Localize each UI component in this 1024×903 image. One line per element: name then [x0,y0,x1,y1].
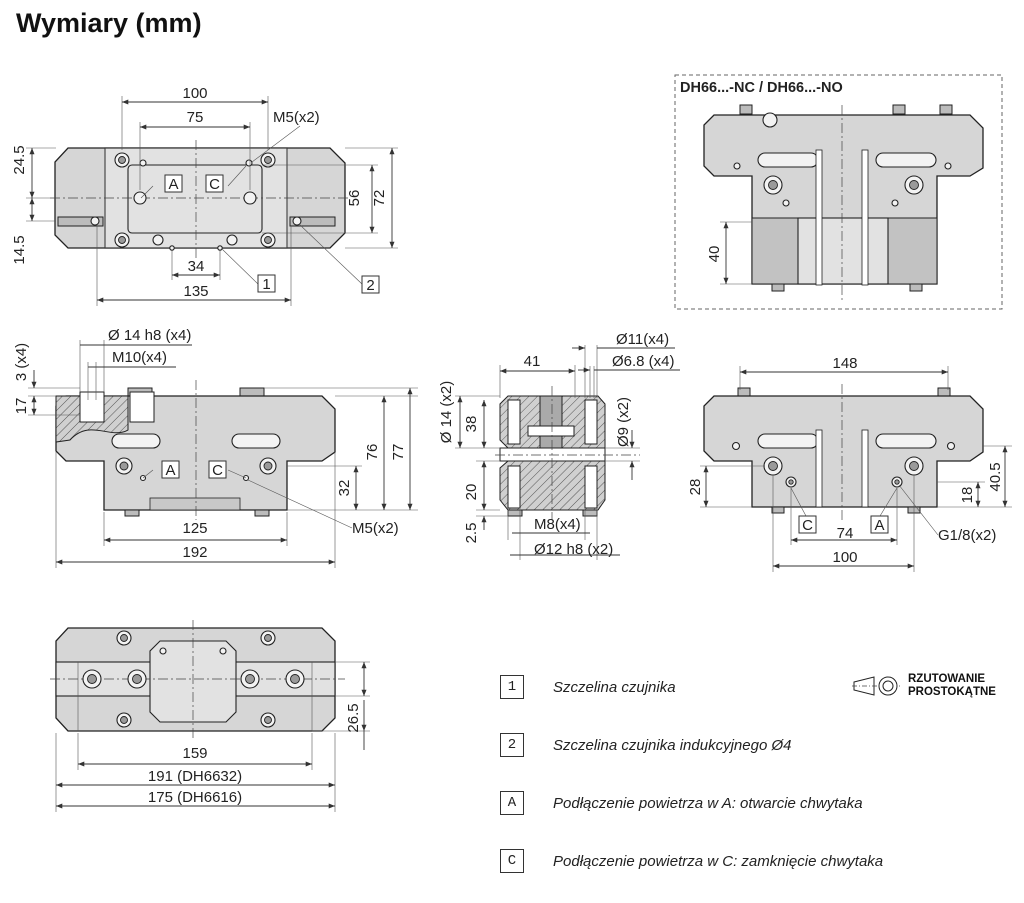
callout-2-top: 2 [366,277,374,294]
dim-front-125: 125 [182,520,207,537]
dim-bottom-191: 191 (DH6632) [148,768,242,785]
dim-front-192: 192 [182,544,207,561]
legend-item-a: A Podłączenie powietrza w A: otwarcie ch… [500,788,863,818]
legend-text-c: Podłączenie powietrza w C: zamknięcie ch… [553,852,884,870]
legend-text-a: Podłączenie powietrza w A: otwarcie chwy… [553,794,863,812]
callout-1-top: 1 [262,276,270,293]
dim-sec-38: 38 [463,416,480,433]
dim-top-135: 135 [183,283,208,300]
dim-front-m10: M10(x4) [112,349,167,366]
dim-rear-28: 28 [687,479,704,496]
top-view: 100 75 M5(x2) 24.5 14.5 56 72 34 135 A C [11,85,398,306]
variant-view: DH66...-NC / DH66...-NO 40 [674,74,1003,310]
port-c-rear: C [802,517,813,534]
dim-top-72: 72 [371,190,388,207]
section-view: 41 Ø11(x4) Ø6.8 (x4) Ø 14 (x2) 38 20 2.5… [438,331,680,560]
legend-key-a: A [500,791,524,815]
dim-front-76: 76 [364,444,381,461]
dim-top-75: 75 [187,109,204,126]
dim-sec-d6-8: Ø6.8 (x4) [612,353,675,370]
projection-symbol: RZUTOWANIE PROSTOKĄTNE [852,673,996,699]
dim-sec-m8: M8(x4) [534,516,581,533]
legend-key-2: 2 [500,733,524,757]
dim-variant-40: 40 [706,246,723,263]
legend-text-2: Szczelina czujnika indukcyjnego Ø4 [553,736,792,754]
dim-top-24-5: 24.5 [11,145,28,174]
port-a-front: A [165,462,175,479]
port-a-rear: A [874,517,884,534]
legend-item-2: 2 Szczelina czujnika indukcyjnego Ø4 [500,730,791,760]
projection-label: RZUTOWANIE PROSTOKĄTNE [908,673,996,699]
dim-top-56: 56 [346,190,363,207]
dim-sec-20: 20 [463,484,480,501]
legend-item-1: 1 Szczelina czujnika [500,672,676,702]
page-title: Wymiary (mm) [16,8,202,38]
legend-key-c: C [500,849,524,873]
port-c-front: C [212,462,223,479]
front-view: Ø 14 h8 (x4) M10(x4) 3 (x4) 17 32 76 77 … [13,327,418,568]
dim-sec-2-5: 2.5 [463,523,480,544]
port-a-top: A [168,176,178,193]
dim-top-m5: M5(x2) [273,109,320,126]
rear-view: 148 28 18 40.5 74 100 G1/8(x2) C A [687,355,1012,572]
bottom-view: 26.5 159 191 (DH6632) 175 (DH6616) [50,620,370,812]
dim-sec-41: 41 [524,353,541,370]
projection-line-2: PROSTOKĄTNE [908,686,996,698]
variant-label: DH66...-NC / DH66...-NO [680,80,843,96]
dim-front-3x4: 3 (x4) [13,343,30,381]
dim-top-100: 100 [182,85,207,102]
port-c-top: C [209,176,220,193]
dim-sec-d12h8: Ø12 h8 (x2) [534,541,613,558]
dim-sec-d14: Ø 14 (x2) [438,381,455,444]
dim-bottom-175: 175 (DH6616) [148,789,242,806]
dim-rear-100: 100 [832,549,857,566]
dim-top-34: 34 [188,258,205,275]
dim-front-m5: M5(x2) [352,520,399,537]
legend-key-1: 1 [500,675,524,699]
dim-front-32: 32 [336,480,353,497]
dim-rear-40-5: 40.5 [987,462,1004,491]
dim-top-14-5: 14.5 [11,235,28,264]
dim-rear-148: 148 [832,355,857,372]
projection-line-1: RZUTOWANIE [908,673,986,685]
dim-rear-74: 74 [837,525,854,542]
projection-icon [852,676,902,696]
dim-front-d14h8: Ø 14 h8 (x4) [108,327,191,344]
dim-bottom-26-5: 26.5 [345,703,362,732]
legend-item-c: C Podłączenie powietrza w C: zamknięcie … [500,846,883,876]
dim-bottom-159: 159 [182,745,207,762]
dim-rear-18: 18 [959,487,976,504]
dim-sec-d11: Ø11(x4) [616,331,669,348]
dim-sec-d9: Ø9 (x2) [615,397,632,447]
dim-front-77: 77 [390,444,407,461]
dim-front-17: 17 [13,398,30,415]
legend-text-1: Szczelina czujnika [553,678,676,696]
dim-rear-g18: G1/8(x2) [938,527,996,544]
